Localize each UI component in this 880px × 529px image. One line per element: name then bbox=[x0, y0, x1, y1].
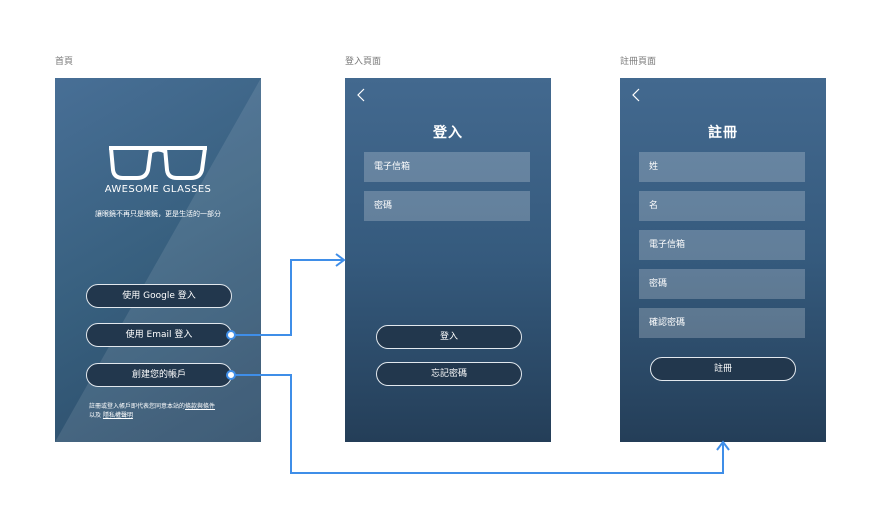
last-name-field[interactable]: 姓 bbox=[639, 152, 805, 182]
terms-text: 註冊或登入帳戶即代表您同意本站的條款與條件 以及 隱私權聲明 bbox=[89, 402, 215, 420]
email-field[interactable]: 電子信箱 bbox=[364, 152, 530, 182]
forgot-password-button[interactable]: 忘記密碼 bbox=[376, 362, 522, 386]
email-connector-dot bbox=[226, 330, 236, 340]
login-button[interactable]: 登入 bbox=[376, 325, 522, 349]
light-sheen bbox=[55, 78, 261, 442]
register-button[interactable]: 註冊 bbox=[650, 357, 796, 381]
login-screen: 登入 電子信箱 密碼 登入 忘記密碼 bbox=[345, 78, 551, 442]
brand-name: AWESOME GLASSES bbox=[104, 184, 212, 195]
back-chevron-icon[interactable] bbox=[630, 88, 642, 102]
arrow-icon bbox=[716, 440, 730, 451]
home-screen-label: 首頁 bbox=[55, 57, 74, 67]
login-screen-label: 登入頁面 bbox=[345, 57, 382, 67]
confirm-password-field[interactable]: 確認密碼 bbox=[639, 308, 805, 338]
terms-and: 以及 bbox=[89, 412, 102, 419]
privacy-link[interactable]: 隱私權聲明 bbox=[102, 412, 133, 419]
password-field[interactable]: 密碼 bbox=[639, 269, 805, 299]
arrow-icon bbox=[335, 253, 346, 267]
create-connector-dot bbox=[226, 370, 236, 380]
google-login-button[interactable]: 使用 Google 登入 bbox=[86, 284, 232, 308]
glasses-logo-icon bbox=[109, 146, 207, 180]
password-field[interactable]: 密碼 bbox=[364, 191, 530, 221]
register-screen: 註冊 姓 名 電子信箱 密碼 確認密碼 註冊 bbox=[620, 78, 826, 442]
login-title: 登入 bbox=[433, 125, 463, 141]
register-screen-label: 註冊頁面 bbox=[620, 57, 657, 67]
terms-link[interactable]: 條款與條件 bbox=[185, 403, 216, 410]
register-title: 註冊 bbox=[708, 125, 738, 141]
email-field[interactable]: 電子信箱 bbox=[639, 230, 805, 260]
back-chevron-icon[interactable] bbox=[355, 88, 367, 102]
home-screen: AWESOME GLASSES 讓眼鏡不再只是眼鏡，更是生活的一部分 使用 Go… bbox=[55, 78, 261, 442]
create-account-button[interactable]: 創建您的帳戶 bbox=[86, 363, 232, 387]
email-login-button[interactable]: 使用 Email 登入 bbox=[86, 323, 232, 347]
tagline: 讓眼鏡不再只是眼鏡，更是生活的一部分 bbox=[95, 210, 221, 218]
terms-prefix: 註冊或登入帳戶即代表您同意本站的 bbox=[89, 403, 186, 410]
first-name-field[interactable]: 名 bbox=[639, 191, 805, 221]
